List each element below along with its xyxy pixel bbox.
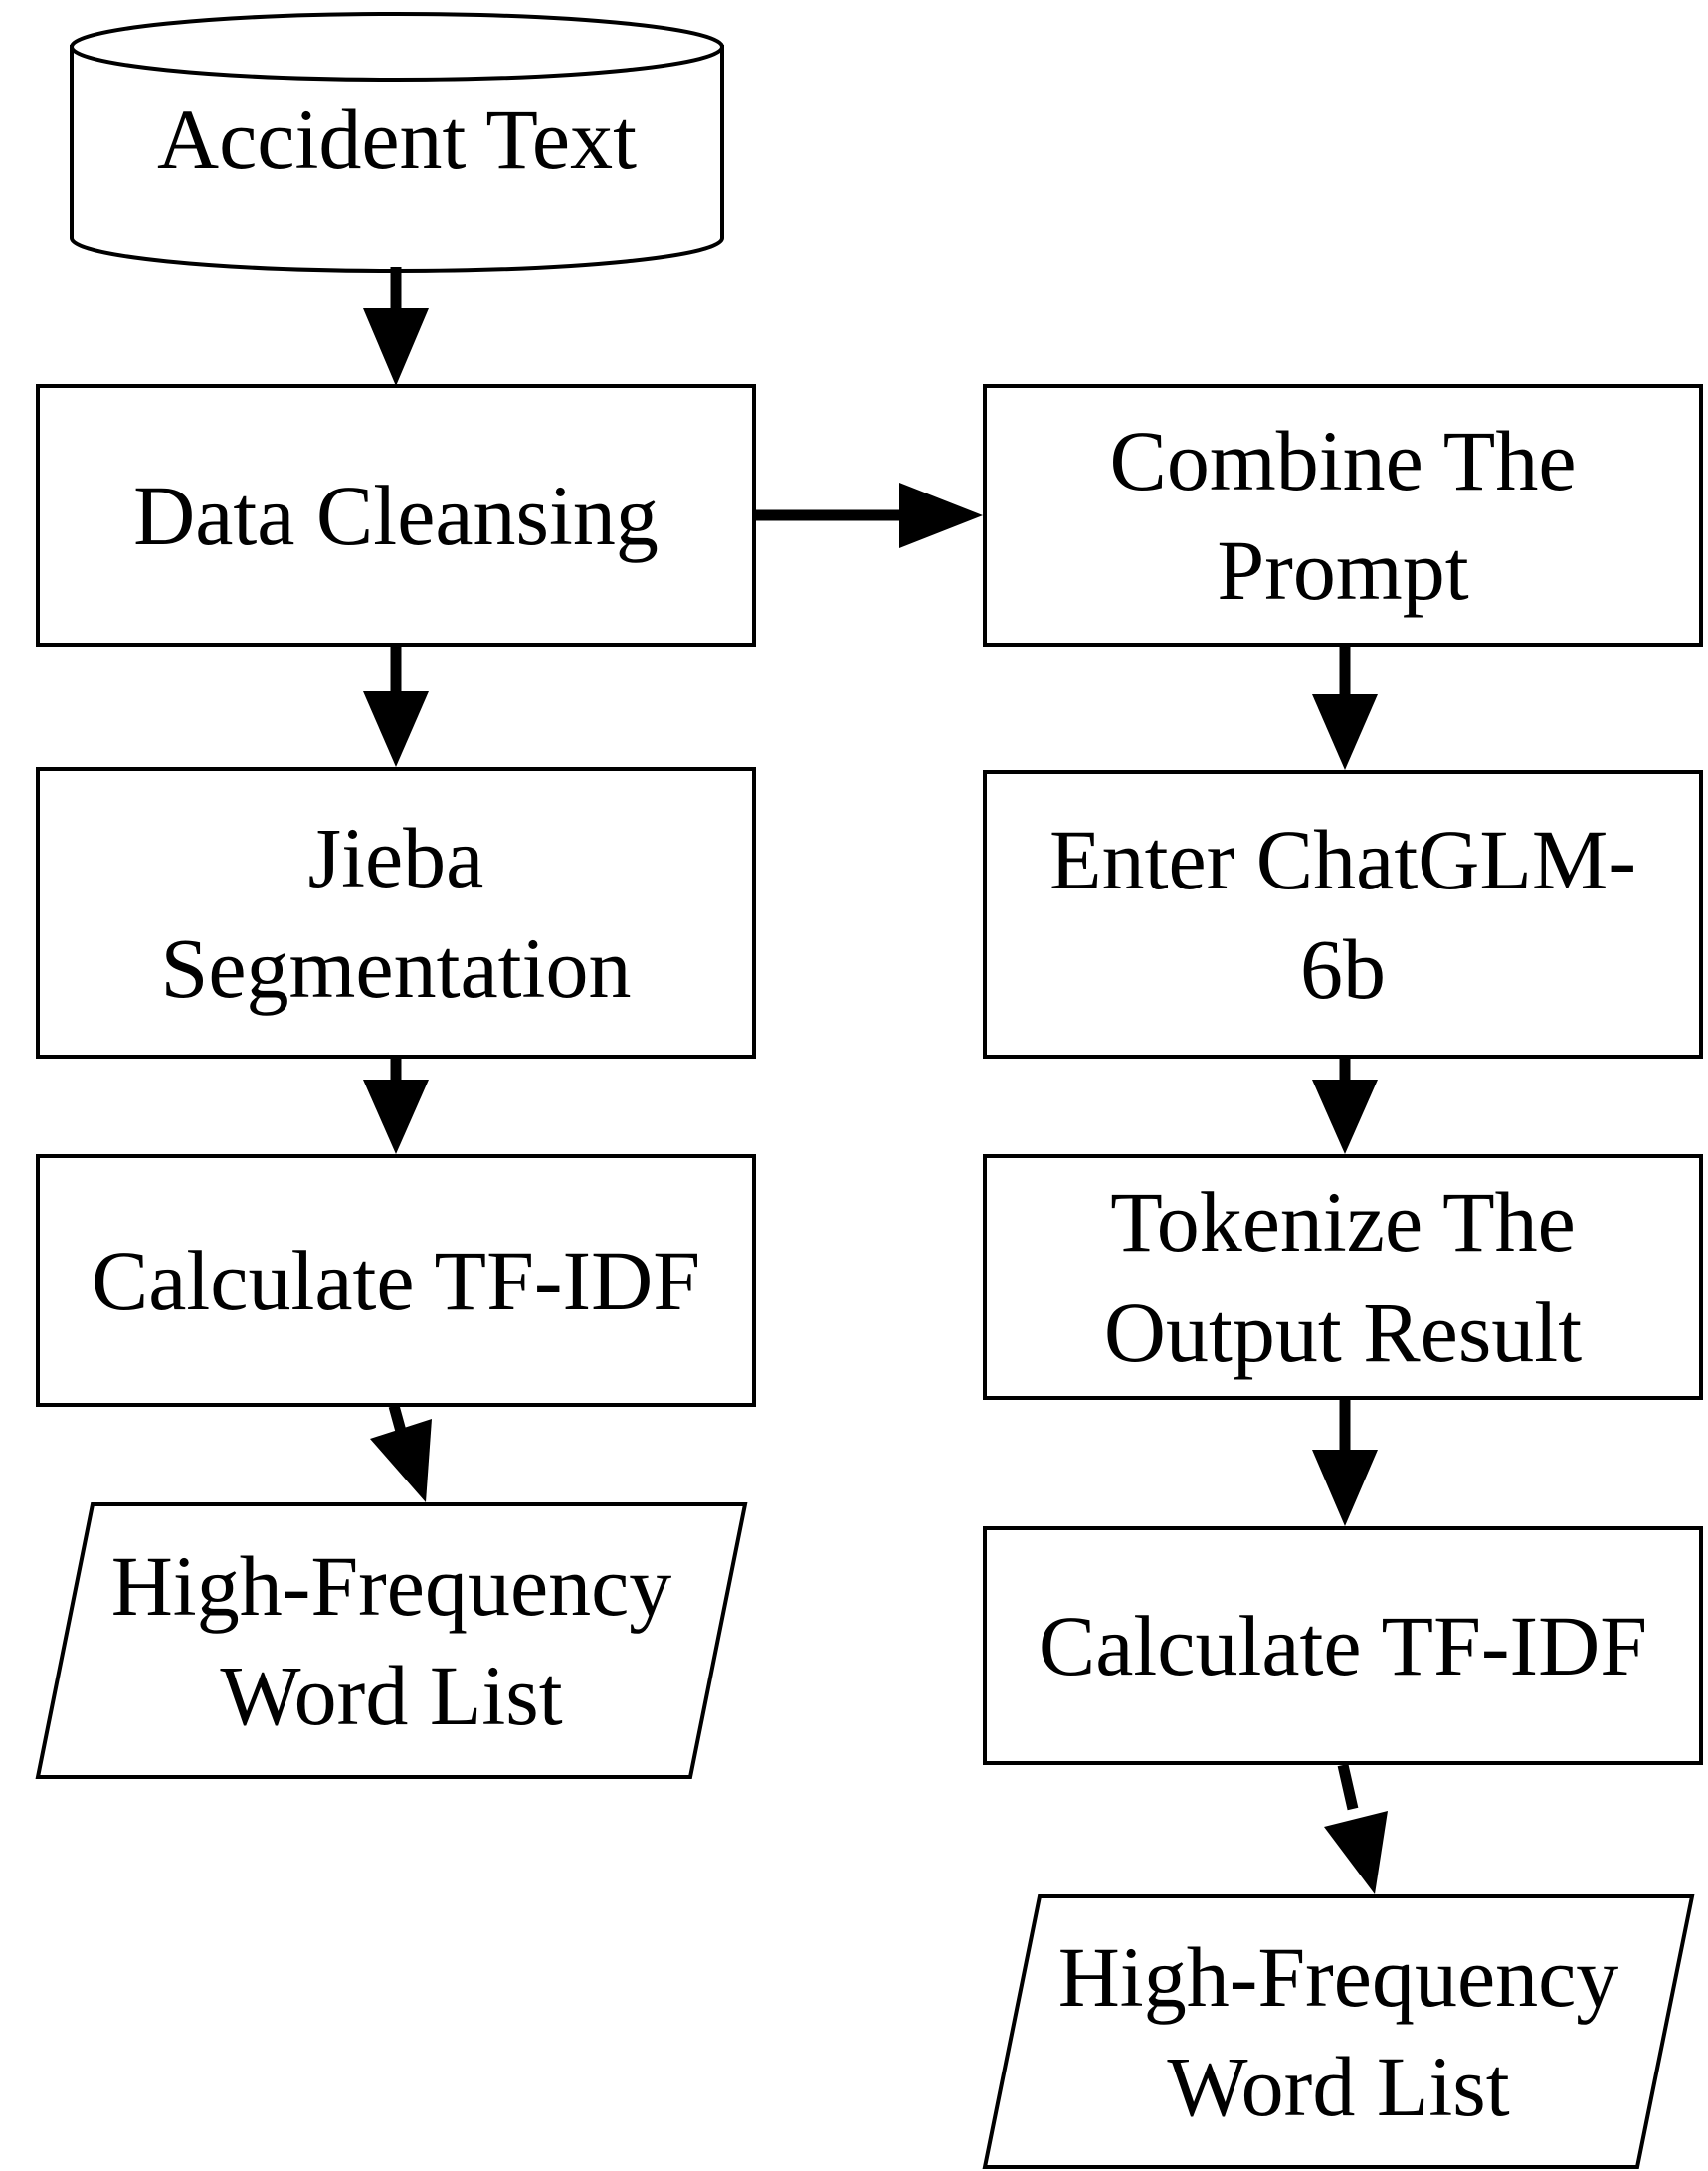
jieba-segmentation-box bbox=[36, 767, 756, 1059]
high-frequency-word-list-left-parallelogram bbox=[35, 1502, 748, 1779]
arrow-chatglm-to-tokenize bbox=[1312, 1059, 1378, 1154]
calculate-tfidf-left-box bbox=[36, 1154, 756, 1407]
accident-text-cylinder bbox=[70, 12, 724, 273]
arrow-cleansing-to-combine bbox=[756, 483, 983, 548]
enter-chatglm-box bbox=[983, 770, 1703, 1059]
arrow-tfidf-to-wordlist-right bbox=[1324, 1763, 1388, 1894]
arrow-tokenize-to-tfidf bbox=[1312, 1400, 1378, 1526]
arrow-cleansing-to-jieba bbox=[363, 647, 429, 767]
data-cleansing-box bbox=[36, 384, 756, 647]
arrow-jieba-to-tfidf bbox=[363, 1059, 429, 1154]
arrow-combine-to-chatglm bbox=[1312, 647, 1378, 770]
combine-prompt-box bbox=[983, 384, 1703, 647]
arrow-tfidf-to-wordlist-left bbox=[370, 1404, 432, 1502]
calculate-tfidf-right-box bbox=[983, 1526, 1703, 1765]
arrow-accident-to-cleansing bbox=[363, 267, 429, 386]
tokenize-output-box bbox=[983, 1154, 1703, 1400]
high-frequency-word-list-right-parallelogram bbox=[982, 1894, 1695, 2169]
